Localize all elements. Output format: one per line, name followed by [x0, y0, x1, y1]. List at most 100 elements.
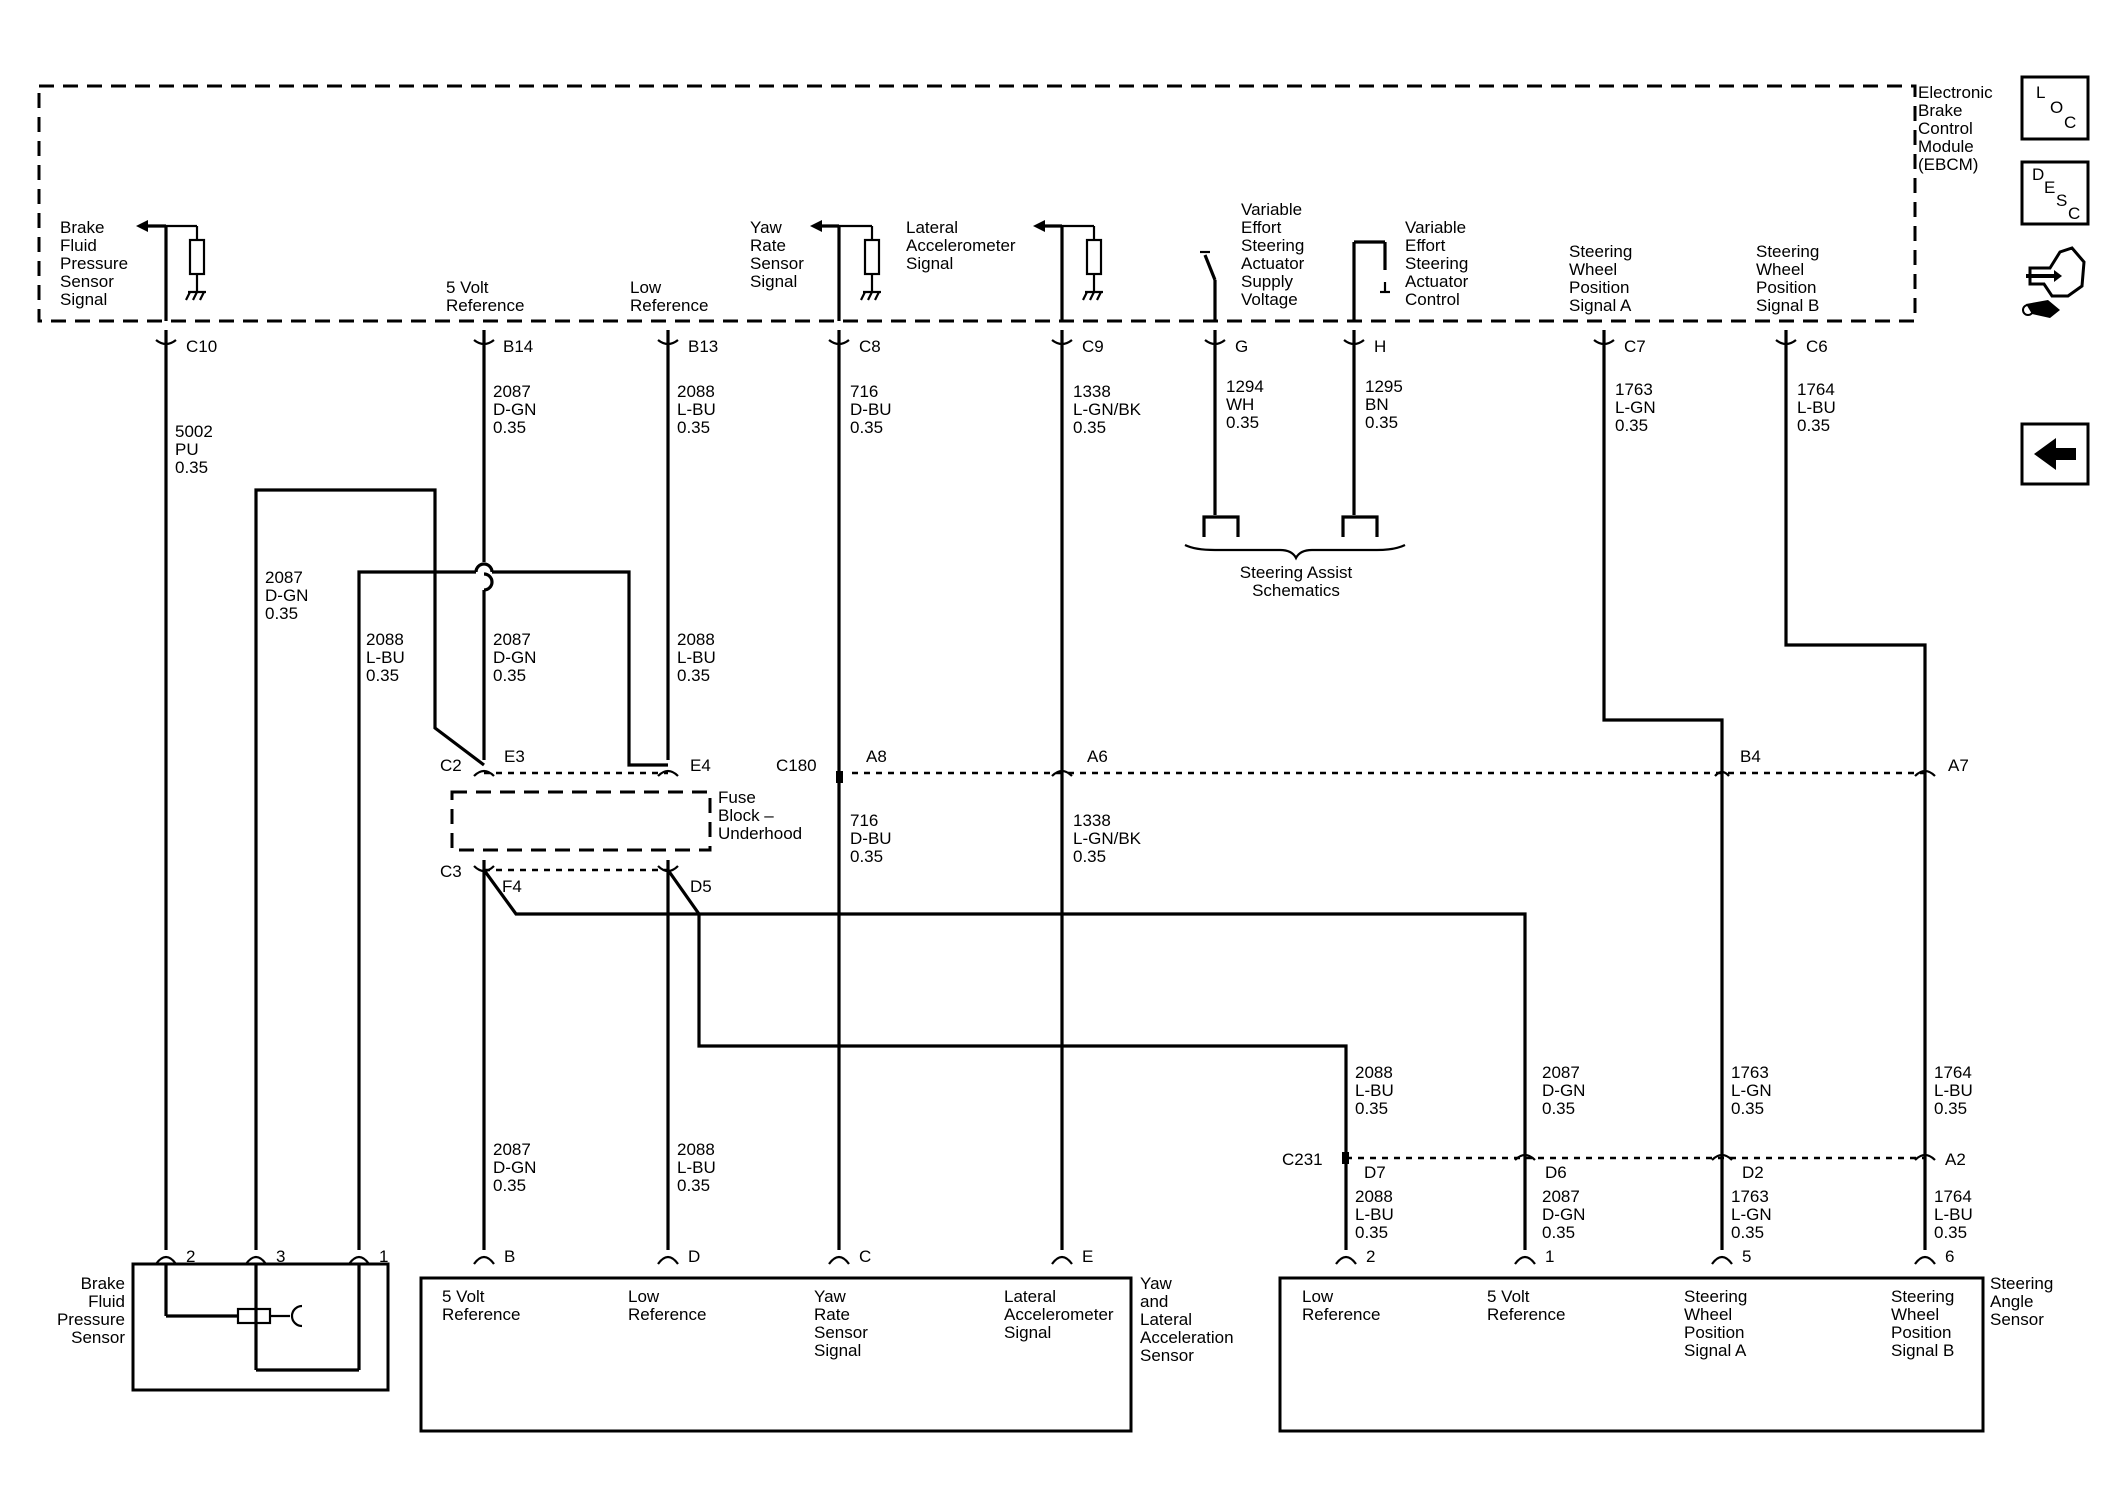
svg-text:L-BU: L-BU — [366, 648, 405, 667]
label-ves-control: Variable Effort Steering Actuator Contro… — [1405, 218, 1469, 309]
loc-button[interactable]: L O C — [2020, 75, 2090, 141]
svg-text:3: 3 — [276, 1247, 285, 1266]
svg-text:2087: 2087 — [1542, 1187, 1580, 1206]
svg-text:Steering: Steering — [1684, 1287, 1747, 1306]
svg-text:0.35: 0.35 — [1226, 413, 1259, 432]
lateral-accel-signal-circuit — [1033, 220, 1103, 321]
brake-fluid-sensor-internal — [164, 1264, 361, 1372]
svg-text:0.35: 0.35 — [493, 666, 526, 685]
label-5v-reference: 5 Volt Reference — [446, 278, 524, 315]
svg-text:Accelerometer: Accelerometer — [906, 236, 1016, 255]
svg-text:Control: Control — [1405, 290, 1460, 309]
connector-diagnostic-button[interactable] — [2022, 246, 2086, 318]
svg-text:A8: A8 — [866, 747, 887, 766]
svg-text:2088: 2088 — [677, 382, 715, 401]
svg-text:0.35: 0.35 — [1542, 1099, 1575, 1118]
svg-text:Brake: Brake — [60, 218, 104, 237]
svg-text:0.35: 0.35 — [1934, 1223, 1967, 1242]
svg-text:D5: D5 — [690, 877, 712, 896]
svg-text:1763: 1763 — [1615, 380, 1653, 399]
svg-text:Brake: Brake — [1918, 101, 1962, 120]
back-button[interactable] — [2020, 422, 2090, 486]
svg-text:Schematics: Schematics — [1252, 581, 1340, 600]
svg-text:D: D — [2032, 165, 2044, 184]
svg-text:Reference: Reference — [628, 1305, 706, 1324]
svg-text:Block –: Block – — [718, 806, 774, 825]
yaw-lateral-accel-sensor — [419, 1276, 1133, 1433]
svg-text:Fluid: Fluid — [88, 1292, 125, 1311]
svg-text:Pressure: Pressure — [57, 1310, 125, 1329]
brake-fluid-signal-circuit — [136, 220, 206, 321]
ebcm-label: Electronic Brake Control Module (EBCM) — [1918, 83, 1993, 174]
svg-text:Wheel: Wheel — [1684, 1305, 1732, 1324]
yaw-sensor-pin-labels: 5 Volt Reference Low Reference Yaw Rate … — [442, 1287, 1114, 1360]
svg-text:1: 1 — [1545, 1247, 1554, 1266]
svg-text:Sensor: Sensor — [1140, 1346, 1194, 1365]
svg-text:A7: A7 — [1948, 756, 1969, 775]
c180-a8-pin — [836, 771, 843, 783]
svg-text:Position: Position — [1756, 278, 1816, 297]
svg-text:Steering Assist: Steering Assist — [1240, 563, 1353, 582]
loc-icon: L O C — [2036, 83, 2076, 132]
svg-text:2087: 2087 — [493, 630, 531, 649]
svg-text:Sensor: Sensor — [1990, 1310, 2044, 1329]
svg-text:6: 6 — [1945, 1247, 1954, 1266]
svg-text:L-GN: L-GN — [1615, 398, 1656, 417]
svg-text:C231: C231 — [1282, 1150, 1323, 1169]
steering-assist-ref: Steering Assist Schematics — [1184, 515, 1406, 600]
svg-text:0.35: 0.35 — [366, 666, 399, 685]
label-yaw-rate-signal: Yaw Rate Sensor Signal — [750, 218, 804, 291]
svg-text:D-GN: D-GN — [493, 400, 536, 419]
svg-text:2088: 2088 — [677, 1140, 715, 1159]
svg-text:C7: C7 — [1624, 337, 1646, 356]
svg-text:Signal A: Signal A — [1569, 296, 1632, 315]
svg-text:Signal: Signal — [750, 272, 797, 291]
svg-text:Variable: Variable — [1405, 218, 1466, 237]
svg-text:Steering: Steering — [1405, 254, 1468, 273]
svg-text:L-BU: L-BU — [677, 400, 716, 419]
svg-text:L-BU: L-BU — [1934, 1081, 1973, 1100]
steering-angle-sensor-label: Steering Angle Sensor — [1990, 1274, 2053, 1329]
svg-text:C10: C10 — [186, 337, 217, 356]
svg-text:0.35: 0.35 — [1934, 1099, 1967, 1118]
svg-text:Signal A: Signal A — [1684, 1341, 1747, 1360]
svg-text:A2: A2 — [1945, 1150, 1966, 1169]
svg-text:Rate: Rate — [750, 236, 786, 255]
svg-text:L: L — [2036, 83, 2045, 102]
svg-text:2087: 2087 — [1542, 1063, 1580, 1082]
label-lateral-accel-signal: Lateral Accelerometer Signal — [906, 218, 1016, 273]
svg-text:0.35: 0.35 — [677, 418, 710, 437]
svg-text:Steering: Steering — [1756, 242, 1819, 261]
desc-button[interactable]: D E S C — [2020, 160, 2090, 226]
svg-text:Low: Low — [628, 1287, 660, 1306]
svg-text:D2: D2 — [1742, 1163, 1764, 1182]
svg-text:Wheel: Wheel — [1891, 1305, 1939, 1324]
svg-text:1338: 1338 — [1073, 811, 1111, 830]
svg-text:D7: D7 — [1364, 1163, 1386, 1182]
svg-text:L-BU: L-BU — [1934, 1205, 1973, 1224]
svg-text:Sensor: Sensor — [750, 254, 804, 273]
svg-text:Position: Position — [1569, 278, 1629, 297]
component-pin-labels: 2 3 1 B D C E 2 1 5 6 — [186, 1247, 1954, 1266]
svg-text:Position: Position — [1684, 1323, 1744, 1342]
svg-text:0.35: 0.35 — [265, 604, 298, 623]
yaw-rate-signal-circuit — [810, 220, 881, 321]
svg-text:Sensor: Sensor — [814, 1323, 868, 1342]
svg-text:0.35: 0.35 — [850, 847, 883, 866]
svg-text:Pressure: Pressure — [60, 254, 128, 273]
svg-text:Sensor: Sensor — [60, 272, 114, 291]
svg-text:C9: C9 — [1082, 337, 1104, 356]
desc-icon: D E S C — [2032, 165, 2080, 223]
svg-text:C8: C8 — [859, 337, 881, 356]
svg-text:Signal B: Signal B — [1891, 1341, 1954, 1360]
svg-text:G: G — [1235, 337, 1248, 356]
svg-text:D-BU: D-BU — [850, 400, 892, 419]
svg-text:2087: 2087 — [265, 568, 303, 587]
svg-text:0.35: 0.35 — [1355, 1223, 1388, 1242]
svg-text:0.35: 0.35 — [493, 418, 526, 437]
svg-text:C2: C2 — [440, 756, 462, 775]
svg-text:E: E — [1082, 1247, 1093, 1266]
svg-text:1764: 1764 — [1797, 380, 1835, 399]
svg-text:H: H — [1374, 337, 1386, 356]
